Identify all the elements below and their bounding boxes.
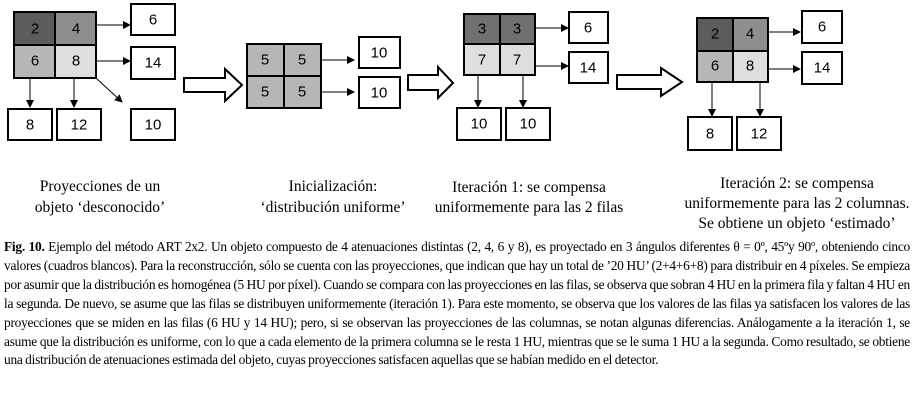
panel-caption: Iteración 1: se compensa (452, 179, 606, 196)
projection-box (130, 108, 176, 141)
pixel-value: 7 (513, 52, 521, 69)
projection-box (687, 116, 733, 151)
pixel-value: 7 (478, 52, 486, 69)
pixel-value: 2 (31, 21, 39, 38)
step-arrow-icon (183, 66, 244, 104)
projection-box (130, 46, 176, 80)
projection-value: 10 (371, 45, 388, 62)
projection-box (358, 76, 401, 109)
projection-value: 6 (584, 20, 592, 37)
projection-value: 8 (26, 117, 34, 134)
projection-box (7, 108, 53, 141)
panel-initialization: 5 5 5 5 10 10 Inicialización: ‘distribuc… (246, 36, 406, 216)
arrow (95, 77, 123, 103)
step-arrow-icon (616, 66, 684, 98)
projection-value: 12 (751, 126, 768, 143)
pixel-cell (464, 44, 500, 75)
pixel-value: 5 (298, 52, 306, 69)
pixel-cell (14, 45, 55, 78)
pixel-value: 8 (746, 58, 754, 75)
projection-value: 6 (818, 19, 826, 36)
step-arrow-icon (407, 64, 455, 101)
pixel-value: 6 (31, 53, 39, 70)
pixel-cell (55, 45, 96, 78)
panel-caption: Inicialización: (289, 178, 378, 195)
art-diagram: 2 4 6 8 6 14 8 12 10 Proyecciones de un … (7, 3, 910, 232)
projection-value: 14 (580, 60, 597, 77)
pixel-value: 5 (298, 84, 306, 101)
panel-iteration-1: 3 3 7 7 6 14 10 10 Iteración 1: se compe… (435, 11, 624, 216)
projection-box (130, 3, 176, 36)
projection-value: 10 (520, 116, 537, 133)
projection-box (456, 107, 502, 141)
projection-value: 10 (145, 117, 162, 134)
projection-value: 12 (71, 117, 88, 134)
panel-caption: ‘distribución uniforme’ (260, 199, 405, 216)
projection-value: 6 (149, 12, 157, 29)
pixel-value: 8 (72, 53, 80, 70)
panel-caption: uniformemente para las 2 filas (435, 199, 624, 216)
panel-caption: Se obtiene un objeto ‘estimado’ (698, 215, 895, 232)
figure-caption-text: Ejemplo del método ART 2x2. Un objeto co… (4, 239, 911, 368)
pixel-value: 2 (711, 26, 719, 43)
pixel-cell (697, 18, 733, 51)
pixel-value: 6 (711, 58, 719, 75)
panel-caption: objeto ‘desconocido’ (35, 199, 165, 216)
pixel-cell (500, 44, 535, 75)
projection-box (568, 51, 609, 84)
panel-unknown-object: 2 4 6 8 6 14 8 12 10 Proyecciones de un … (7, 3, 176, 216)
pixel-cell (733, 18, 768, 51)
panel-caption: uniformemente para las 2 columnas. (684, 195, 909, 212)
pixel-cell (55, 12, 96, 45)
panel-caption: Proyecciones de un (40, 178, 161, 195)
pixel-value: 3 (478, 21, 486, 38)
pixel-cell (697, 51, 733, 82)
pixel-cell (733, 51, 768, 82)
pixel-value: 4 (746, 26, 754, 43)
projection-value: 10 (471, 116, 488, 133)
panel-iteration-2: 2 4 6 8 6 14 8 12 Iteración 2: se compen… (684, 10, 910, 232)
pixel-cell (14, 12, 55, 45)
projection-value: 14 (814, 60, 831, 77)
projection-box (801, 51, 843, 85)
pixel-value: 4 (72, 21, 80, 38)
projection-value: 10 (371, 85, 388, 102)
projection-box (358, 36, 401, 69)
pixel-value: 3 (513, 21, 521, 38)
projection-box (736, 116, 782, 151)
figure-caption: Fig. 10. Ejemplo del método ART 2x2. Un … (4, 238, 910, 370)
pixel-value: 5 (261, 84, 269, 101)
panel-caption: Iteración 2: se compensa (720, 175, 874, 192)
pixel-value: 5 (261, 52, 269, 69)
projection-box (56, 108, 102, 141)
projection-box (505, 107, 551, 141)
projection-box (568, 11, 609, 44)
pixel-cell (464, 14, 500, 44)
projection-box (801, 10, 843, 44)
pixel-cell (500, 14, 535, 44)
projection-value: 8 (706, 126, 714, 143)
figure-label: Fig. 10. (4, 239, 45, 254)
projection-value: 14 (145, 55, 162, 72)
